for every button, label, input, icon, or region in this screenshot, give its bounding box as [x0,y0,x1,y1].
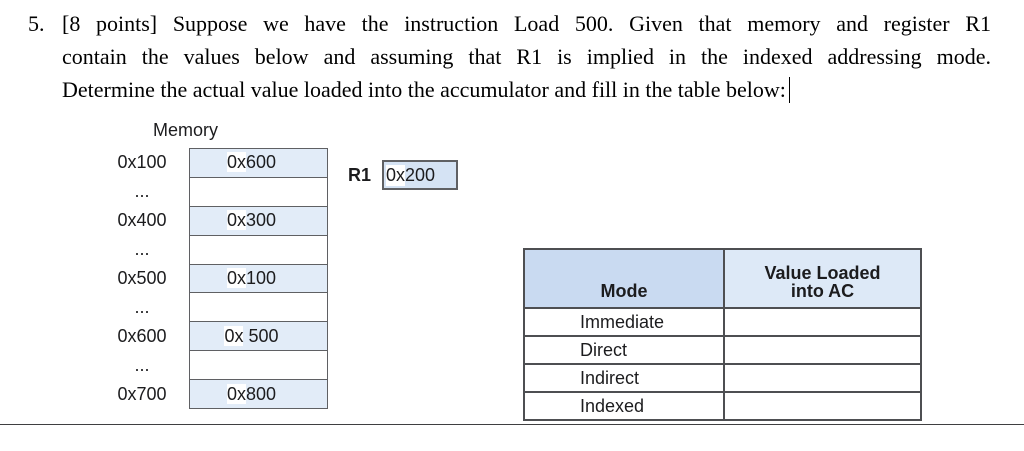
memory-cell: 0x300 [190,206,327,236]
memory-cell-value: 0x600 [226,152,277,173]
hex-prefix: 0x [226,383,246,404]
hex-prefix: 0x [224,325,244,346]
memory-box: 0x600 0x300 0x100 0x 500 0x800 [189,148,328,409]
question-number: 5. [28,11,45,36]
memory-cell: 0x 500 [190,322,327,352]
table-row-direct: Direct [525,335,920,363]
value-header-cell: Value Loaded into AC [725,250,920,307]
memory-cell-empty [190,293,327,323]
register-value: 200 [405,164,436,185]
ac-value-cell-indirect[interactable] [725,365,920,391]
mode-cell: Indexed [525,393,725,419]
memory-address-ellipsis: ... [134,239,150,259]
table-row-indexed: Indexed [525,391,920,419]
memory-cell-empty [190,236,327,265]
memory-address: 0x400 [117,210,167,230]
memory-cell-value: 0x 500 [224,325,279,346]
memory-cell-value: 0x800 [226,383,277,404]
ac-value-cell-indexed[interactable] [725,393,920,419]
memory-address-ellipsis: ... [134,355,150,375]
ac-value-cell-immediate[interactable] [725,309,920,335]
register-label: R1 [348,164,372,185]
memory-cell: 0x600 [190,149,327,178]
table-row-indirect: Indirect [525,363,920,391]
memory-address: 0x100 [117,152,167,172]
memory-address: 0x600 [117,326,167,346]
memory-cell-empty [190,178,327,207]
addressing-mode-table: Mode Value Loaded into AC Immediate Dire… [523,248,922,421]
memory-cell: 0x800 [190,380,327,409]
memory-address-ellipsis: ... [134,181,150,201]
memory-address-column: 0x100 ... 0x400 ... 0x500 ... 0x600 ... … [106,148,178,409]
mode-cell: Direct [525,337,725,363]
hex-prefix: 0x [226,268,246,288]
hex-prefix: 0x [226,152,246,173]
question-line-1: [8 points] Suppose we have the instructi… [62,11,991,36]
memory-title: Memory [153,120,219,140]
question-text: [8 points] Suppose we have the instructi… [62,7,991,106]
table-row-immediate: Immediate [525,307,920,335]
memory-cell-value: 0x100 [226,268,277,288]
mode-header-cell: Mode [525,250,725,307]
memory-cell: 0x100 [190,264,327,294]
ac-value-cell-direct[interactable] [725,337,920,363]
memory-cell-value: 0x300 [226,210,277,231]
hex-prefix: 0x [226,210,246,231]
memory-address: 0x700 [117,384,167,404]
text-cursor-caret [788,77,790,103]
mode-cell: Indirect [525,365,725,391]
question-line-2: contain the values below and assuming th… [62,44,991,69]
memory-cell-empty [190,351,327,381]
question-line-3: Determine the actual value loaded into t… [62,73,991,106]
page-divider-rule [0,424,1024,425]
value-header-line-2: into AC [790,281,855,301]
memory-address-ellipsis: ... [134,297,150,317]
hex-prefix: 0x [386,164,406,186]
table-header-row: Mode Value Loaded into AC [525,250,920,307]
memory-address: 0x500 [117,268,167,288]
mode-cell: Immediate [525,309,725,335]
value-header-line-1: Value Loaded [764,263,881,283]
question-line-3-text: Determine the actual value loaded into t… [62,77,786,102]
